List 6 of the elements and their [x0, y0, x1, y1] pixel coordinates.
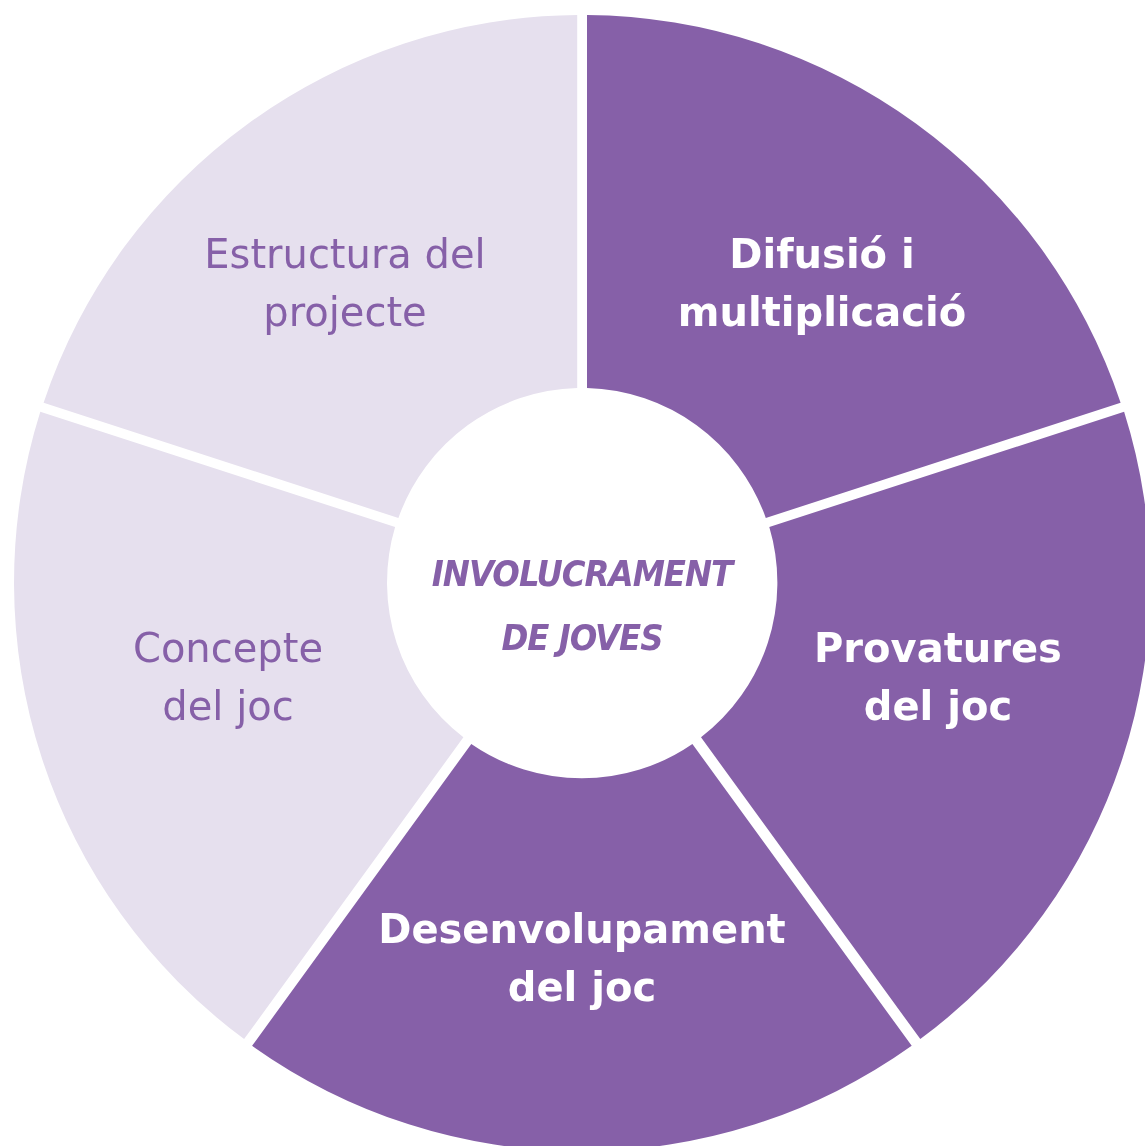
segment-label: Difusió i multiplicació: [676, 230, 968, 337]
segment-label: Desenvolupament del joc: [377, 905, 787, 1012]
segment-label: Concepte del joc: [131, 624, 324, 731]
segment-label: Provatures del joc: [813, 624, 1063, 731]
segment-label: Estructura del projecte: [203, 230, 487, 337]
center-title: INVOLUCRAMENT DE JOVES: [430, 552, 736, 660]
